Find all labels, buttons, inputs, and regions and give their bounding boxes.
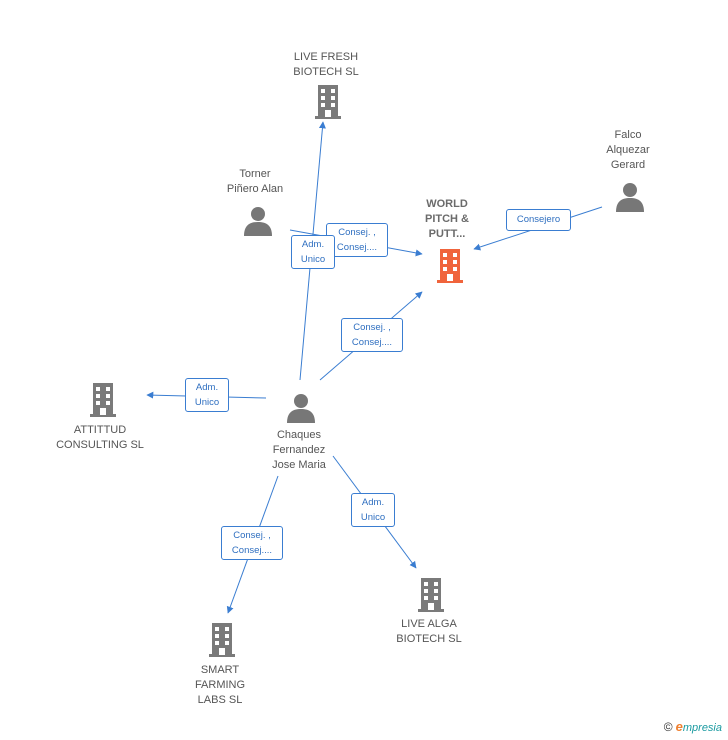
building-icon <box>209 623 235 657</box>
company-label: SMART FARMING LABS SL <box>194 664 246 706</box>
company-label: LIVE FRESH BIOTECH SL <box>293 51 359 78</box>
edge-label-falco-world[interactable]: Consejero <box>506 209 571 231</box>
edge-label-chaques-attitud[interactable]: Adm. Unico <box>185 378 229 412</box>
brand-name: mpresia <box>682 722 722 734</box>
brand-initial: e <box>675 719 683 734</box>
building-icon <box>315 85 341 119</box>
person-icon <box>244 207 272 236</box>
copyright-icon: © <box>663 720 673 734</box>
edge-label-chaques-smart[interactable]: Consej. , Consej.... <box>221 526 283 560</box>
building-icon <box>418 578 444 612</box>
company-label: LIVE ALGA BIOTECH SL <box>396 618 462 645</box>
edge-label-chaques-world[interactable]: Consej. , Consej.... <box>341 318 403 352</box>
building-icon <box>437 249 463 283</box>
person-label: Chaques Fernandez Jose Maria <box>272 429 326 471</box>
edge-label-chaques-livefresh[interactable]: Adm. Unico <box>291 235 335 269</box>
person-label: Torner Piñero Alan <box>226 168 284 195</box>
company-label: WORLD PITCH & PUTT... <box>425 198 469 240</box>
person-icon <box>616 183 644 212</box>
edge-label-chaques-livealga[interactable]: Adm. Unico <box>351 493 395 527</box>
company-label: ATTITTUD CONSULTING SL <box>56 424 144 451</box>
person-icon <box>287 394 315 423</box>
brand-logo[interactable]: ©empresia <box>664 719 722 734</box>
edge-label-torner-world[interactable]: Consej. , Consej.... <box>326 223 388 257</box>
person-label: Falco Alquezar Gerard <box>606 129 650 171</box>
building-icon <box>90 383 116 417</box>
